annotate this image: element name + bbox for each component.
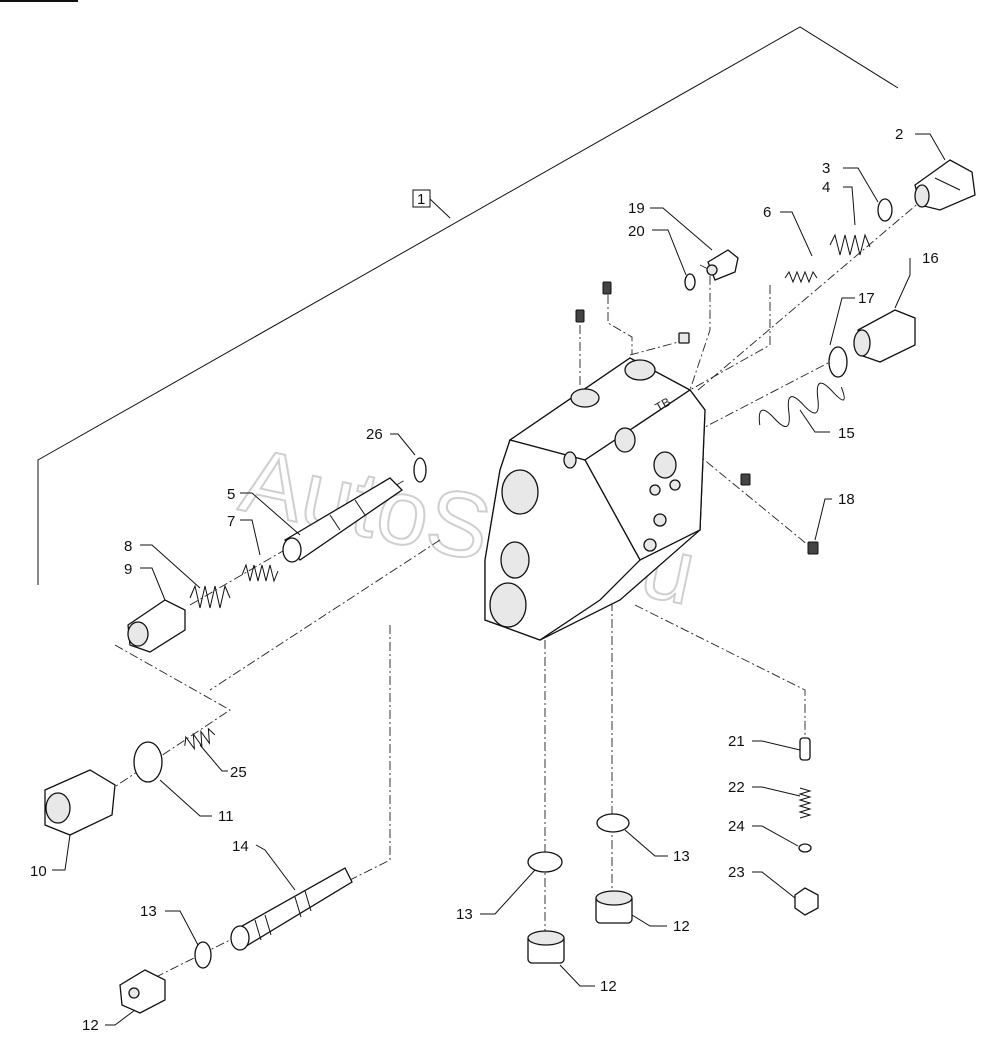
part-11-o-ring [133, 741, 163, 783]
callout-22: 22 [728, 779, 745, 796]
part-13-o-ring-right [596, 813, 630, 833]
part-3-o-ring [877, 198, 893, 222]
part-20-washer [684, 273, 696, 291]
callout-21: 21 [728, 733, 745, 750]
set-screw-top-3 [678, 332, 690, 344]
part-23-plug [794, 887, 819, 916]
assembly-ref-number: 1 [417, 191, 425, 208]
callout-6: 6 [763, 204, 771, 221]
part-19-fitting [706, 249, 739, 281]
part-26-ring [413, 457, 427, 483]
callout-8: 8 [124, 538, 132, 555]
callout-17: 17 [858, 290, 875, 307]
part-21-pin [799, 737, 811, 761]
part-13-o-ring-left [194, 941, 212, 969]
valve-body: TB [484, 357, 706, 641]
callout-23: 23 [728, 864, 745, 881]
callout-12-center: 12 [600, 978, 617, 995]
callout-14: 14 [232, 838, 249, 855]
part-18-screw [807, 541, 819, 555]
callout-11: 11 [218, 808, 234, 825]
assembly-bracket [37, 26, 899, 585]
part-15-spring [758, 382, 845, 427]
set-screw-top-1 [575, 309, 585, 323]
callout-13-right: 13 [673, 848, 690, 865]
set-screw-side [740, 473, 751, 486]
part-16-plug [853, 309, 916, 363]
part-2-plug [914, 159, 976, 211]
callout-13-center: 13 [456, 906, 473, 923]
part-24-washer [798, 843, 812, 853]
callout-25: 25 [230, 764, 247, 781]
part-13-o-ring-center [527, 851, 563, 873]
callout-9: 9 [124, 561, 132, 578]
part-7-spring [241, 563, 279, 583]
part-12-plug-right [595, 890, 633, 924]
part-9-cap [127, 599, 186, 653]
svg-text:TB: TB [653, 395, 673, 415]
part-12-plug-center [527, 930, 565, 964]
callout-12-left: 12 [82, 1017, 99, 1034]
callout-13-left: 13 [140, 903, 157, 920]
part-4-spring [829, 233, 871, 256]
part-14-spool [230, 867, 353, 951]
callout-19: 19 [628, 200, 645, 217]
callout-2: 2 [895, 126, 903, 143]
part-22-spring [798, 787, 812, 819]
callout-10: 10 [30, 863, 47, 880]
assembly-ref-box: 1 [412, 189, 451, 219]
part-5-spool [282, 477, 404, 563]
part-12-plug-left [119, 969, 166, 1014]
callout-4: 4 [822, 179, 830, 196]
part-6-spring-small [784, 270, 818, 284]
callout-16: 16 [922, 250, 939, 267]
callout-18: 18 [838, 491, 855, 508]
callout-20: 20 [628, 223, 645, 240]
callout-7: 7 [227, 513, 235, 530]
part-25-spring [184, 727, 216, 751]
part-10-fitting [44, 769, 116, 836]
callout-3: 3 [822, 160, 830, 177]
part-8-spring [189, 584, 231, 609]
callout-12-right: 12 [673, 918, 690, 935]
callout-26: 26 [366, 426, 383, 443]
part-17-o-ring [828, 346, 848, 378]
callout-leaders [52, 133, 946, 1026]
set-screw-top-2 [602, 281, 612, 295]
callout-15: 15 [838, 425, 855, 442]
callout-5: 5 [227, 486, 235, 503]
callout-24: 24 [728, 818, 745, 835]
